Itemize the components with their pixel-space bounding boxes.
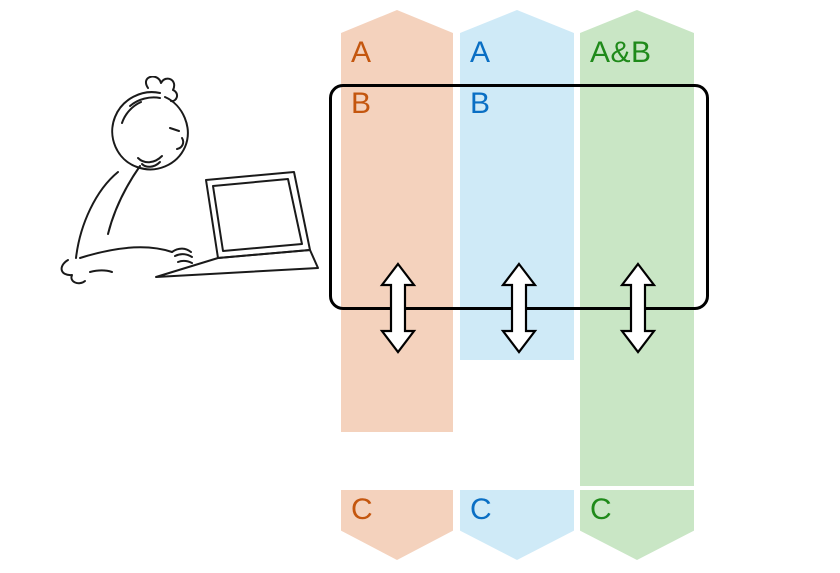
person-laptop-sketch xyxy=(60,76,319,285)
laptop-drawing xyxy=(155,171,319,278)
column-ab-footer-chevron: C xyxy=(580,490,694,560)
column-b-header-chevron: A xyxy=(460,10,574,74)
person-figure xyxy=(60,76,193,285)
double-arrow-shape xyxy=(619,262,657,354)
column-ab-header-label: A&B xyxy=(590,36,652,69)
column-b-body-label: B xyxy=(470,87,491,120)
scroll-sync-arrow-icon-ab xyxy=(619,262,657,354)
column-b-footer-chevron: C xyxy=(460,490,574,560)
scroll-sync-arrow-icon-a xyxy=(379,262,417,354)
column-ab-footer-label: C xyxy=(590,493,613,526)
column-b-header-label: A xyxy=(470,36,491,69)
column-a-footer-chevron: C xyxy=(341,490,453,560)
column-b-footer-label: C xyxy=(470,493,493,526)
column-a-header-label: A xyxy=(351,36,372,69)
column-a-header-chevron: A xyxy=(341,10,453,74)
column-a-body: B xyxy=(341,74,453,432)
double-arrow-shape xyxy=(379,262,417,354)
scroll-sync-arrow-icon-b xyxy=(500,262,538,354)
column-ab-header-chevron: A&B xyxy=(580,10,694,74)
double-arrow-shape xyxy=(500,262,538,354)
column-a-body-label: B xyxy=(351,87,372,120)
column-a-footer-label: C xyxy=(351,493,374,526)
